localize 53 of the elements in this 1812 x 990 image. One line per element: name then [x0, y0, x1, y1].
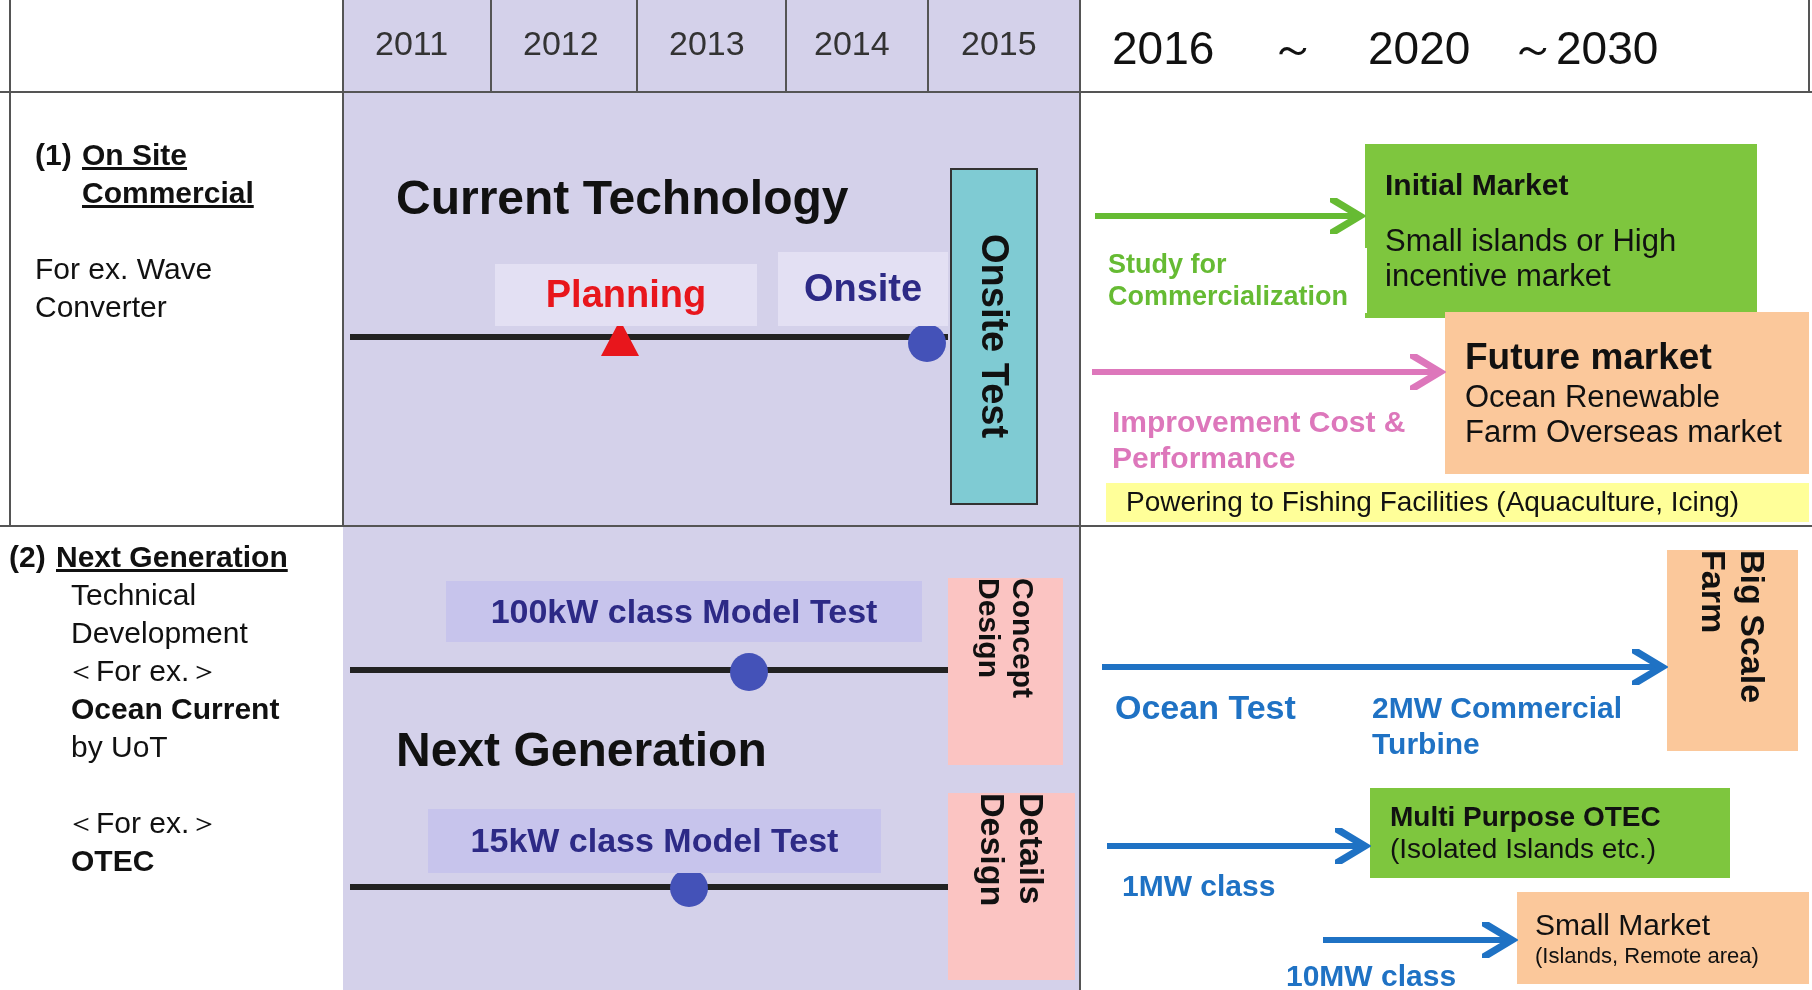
category-text: Technical Development — [71, 577, 249, 651]
box-title: Future market — [1465, 336, 1713, 379]
box-title: Powering to Fishing Facilities (Aquaculture, Icing) — [1126, 486, 1741, 519]
year-label: 2012 — [523, 23, 599, 64]
box-title: Initial Market — [1385, 168, 1570, 203]
phase-label: Ocean Test — [1115, 687, 1296, 728]
item-number: (1) — [35, 137, 72, 173]
example-text: ＜For ex.＞ — [66, 805, 220, 841]
range-sign: ～ — [1270, 21, 1316, 76]
market-box — [1445, 312, 1809, 474]
phase-box — [948, 578, 1063, 765]
example-text: For ex. Wave Converter — [35, 251, 214, 325]
milestone-label — [495, 264, 757, 326]
test-label — [428, 809, 881, 873]
box-title: Onsite — [802, 267, 924, 311]
year-label: 2014 — [814, 23, 890, 64]
box-title: Onsite Test — [972, 234, 1016, 439]
box-text: (Isolated Islands etc.) — [1390, 833, 1658, 866]
phase-box — [950, 168, 1038, 505]
year-label: 2016 — [1112, 21, 1215, 76]
market-box — [1517, 892, 1809, 984]
phase-box — [948, 793, 1075, 980]
section-title: Next Generation — [396, 722, 767, 778]
box-title: Small Market — [1535, 908, 1712, 943]
category-heading: Next Generation — [56, 539, 289, 575]
box-title: 15kW class Model Test — [469, 821, 840, 861]
developer-text: by UoT — [71, 729, 168, 765]
box-title: Multi Purpose OTEC — [1390, 800, 1662, 833]
range-sign: ～ — [1510, 21, 1556, 76]
year-label: 2030 — [1556, 21, 1659, 76]
year-label: 2011 — [375, 23, 449, 64]
item-number: (2) — [9, 539, 46, 575]
box-text: Small islands or High incentive market — [1385, 222, 1678, 294]
year-label: 2015 — [961, 23, 1037, 64]
box-title: Details Design — [972, 793, 1051, 909]
technology-name: OTEC — [71, 843, 155, 879]
technology-name: Ocean Current — [71, 691, 280, 727]
box-title: 100kW class Model Test — [489, 591, 879, 632]
application-band — [1106, 483, 1809, 522]
market-box — [1667, 550, 1798, 751]
year-label: 2020 — [1368, 21, 1471, 76]
year-label: 2013 — [669, 23, 745, 64]
box-title: Planning — [544, 273, 708, 317]
milestone-label — [778, 252, 948, 326]
box-text: (Islands, Remote area) — [1535, 942, 1760, 968]
box-text: Ocean Renewable Farm Overseas market — [1465, 378, 1783, 450]
example-text: ＜For ex.＞ — [66, 653, 220, 689]
category-heading: On Site Commercial — [82, 137, 255, 211]
section-title: Current Technology — [396, 170, 849, 226]
market-box — [1370, 788, 1730, 878]
market-box — [1365, 144, 1757, 318]
box-title: Concept Design — [971, 578, 1040, 700]
box-title: Big Scale Farm — [1693, 550, 1772, 706]
